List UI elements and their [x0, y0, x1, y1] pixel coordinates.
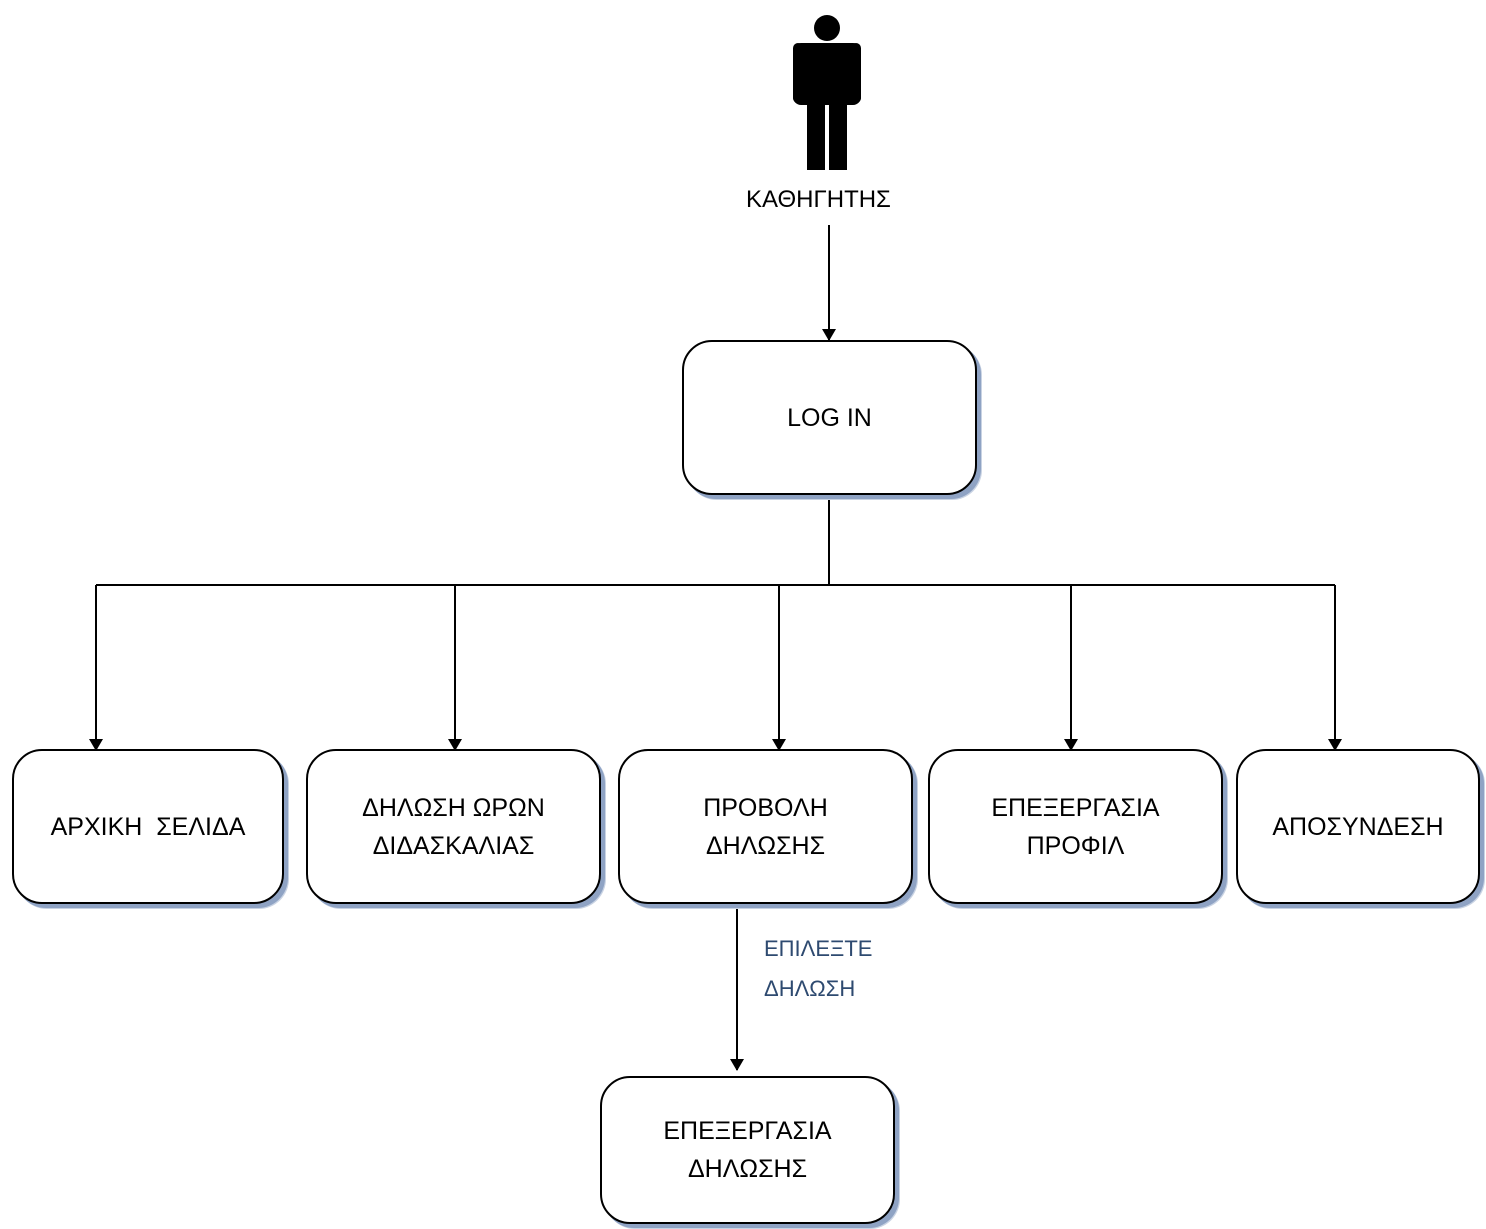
node-edit-profile-line-1: ΕΠΕΞΕΡΓΑΣΙΑ [991, 793, 1160, 822]
node-logout: ΑΠΟΣΥΝΔΕΣΗ [1236, 749, 1480, 904]
node-logout-text: ΑΠΟΣΥΝΔΕΣΗ [1272, 812, 1444, 841]
node-login-text: LOG IN [787, 403, 872, 432]
node-home-text: ΑΡΧΙΚΗ ΣΕΛΙΔΑ [50, 812, 246, 841]
node-declare-hours-line-2: ΔΙΔΑΣΚΑΛΙΑΣ [372, 831, 535, 860]
node-login: LOG IN [682, 340, 977, 495]
node-edit-declaration: ΕΠΕΞΕΡΓΑΣΙΑ ΔΗΛΩΣΗΣ [600, 1076, 895, 1224]
node-edit-profile-line-2: ΠΡΟΦΙΛ [1026, 831, 1125, 860]
node-declare-hours: ΔΗΛΩΣΗ ΩΡΩΝ ΔΙΔΑΣΚΑΛΙΑΣ [306, 749, 601, 904]
node-edit-profile: ΕΠΕΞΕΡΓΑΣΙΑ ΠΡΟΦΙΛ [928, 749, 1223, 904]
edge-label-line-2: ΔΗΛΩΣΗ [764, 976, 856, 1001]
node-view-declaration: ΠΡΟΒΟΛΗ ΔΗΛΩΣΗΣ [618, 749, 913, 904]
node-view-declaration-line-1: ΠΡΟΒΟΛΗ [703, 793, 828, 822]
person-icon [793, 15, 861, 170]
actor-label: ΚΑΘΗΓΗΤΗΣ [746, 186, 891, 213]
node-home: ΑΡΧΙΚΗ ΣΕΛΙΔΑ [12, 749, 284, 904]
node-view-declaration-line-2: ΔΗΛΩΣΗΣ [705, 831, 826, 860]
edge-label-select-declaration: ΕΠΙΛΕΞΤΕ ΔΗΛΩΣΗ [764, 929, 872, 1009]
node-edit-declaration-line-2: ΔΗΛΩΣΗΣ [687, 1155, 808, 1183]
edge-label-line-1: ΕΠΙΛΕΞΤΕ [764, 936, 873, 961]
node-declare-hours-line-1: ΔΗΛΩΣΗ ΩΡΩΝ [362, 793, 545, 822]
node-edit-declaration-line-1: ΕΠΕΞΕΡΓΑΣΙΑ [663, 1117, 832, 1145]
